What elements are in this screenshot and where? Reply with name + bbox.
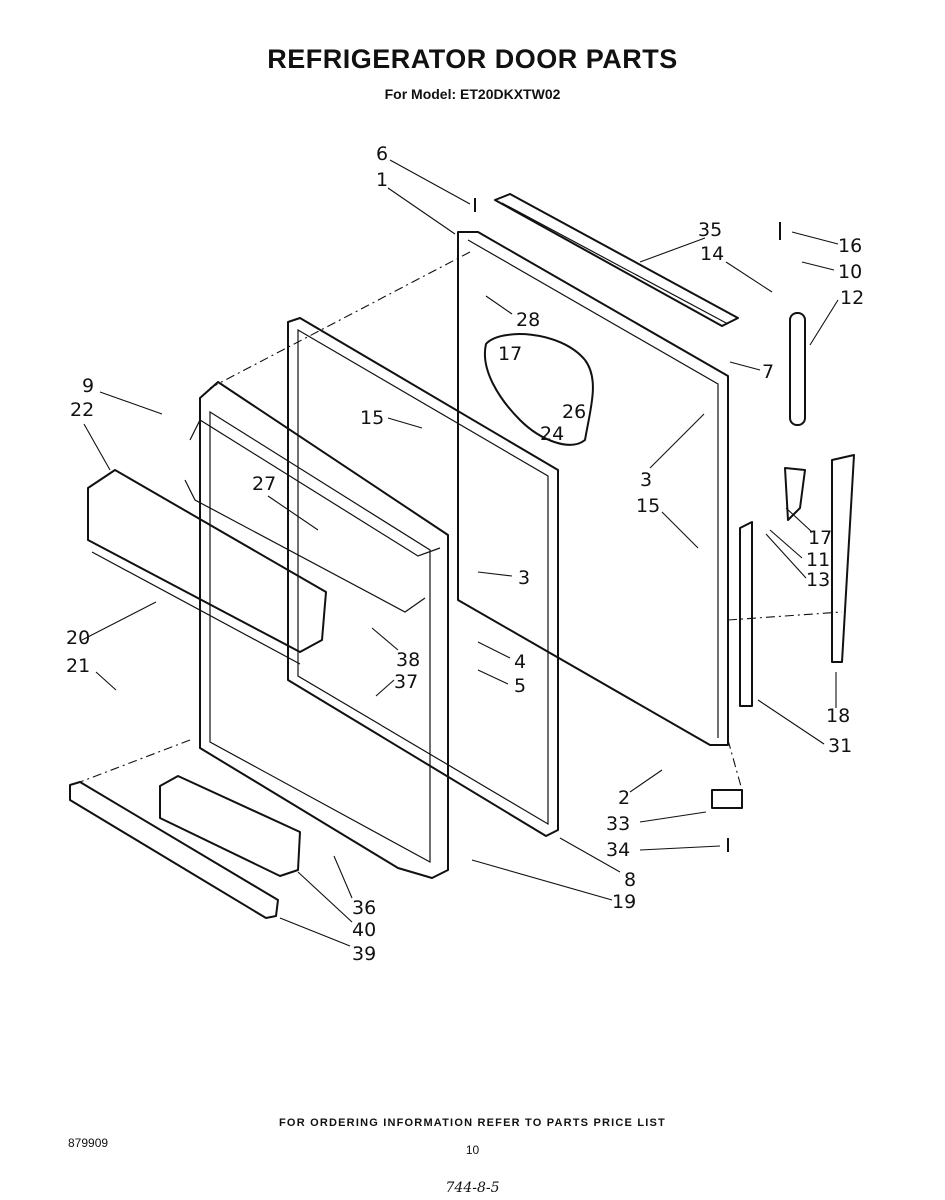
callout-27: 27 xyxy=(252,473,276,495)
outer-door-panel xyxy=(457,231,729,746)
callout-2: 2 xyxy=(618,787,630,809)
callout-40: 40 xyxy=(352,919,376,941)
callout-20: 20 xyxy=(66,627,90,649)
callout-28: 28 xyxy=(516,309,540,331)
callout-19: 19 xyxy=(612,891,636,913)
callout-10: 10 xyxy=(838,261,862,283)
door-shelf-upper xyxy=(87,469,327,665)
callout-3-right: 3 xyxy=(640,469,652,491)
page-title: REFRIGERATOR DOOR PARTS xyxy=(267,44,678,74)
callout-38: 38 xyxy=(396,649,420,671)
callout-14: 14 xyxy=(700,243,724,265)
callout-17-inset: 17 xyxy=(498,343,522,365)
callout-labels: 6 1 35 14 16 10 12 28 17 7 26 24 9 22 15… xyxy=(66,143,864,965)
callout-3-center: 3 xyxy=(518,567,530,589)
callout-31: 31 xyxy=(828,735,852,757)
alignment-lines xyxy=(79,251,843,791)
model-subtitle: For Model: ET20DKXTW02 xyxy=(384,86,561,102)
callout-11: 11 xyxy=(806,549,830,571)
ordering-note: FOR ORDERING INFORMATION REFER TO PARTS … xyxy=(279,1117,666,1129)
callout-26: 26 xyxy=(562,401,586,423)
detail-inset xyxy=(483,333,594,446)
page-number: 10 xyxy=(465,1143,480,1157)
callout-7: 7 xyxy=(762,361,774,383)
side-trim-strip xyxy=(739,454,855,707)
callout-34: 34 xyxy=(606,839,630,861)
callout-35: 35 xyxy=(698,219,722,241)
callout-18: 18 xyxy=(826,705,850,727)
callout-8: 8 xyxy=(624,869,636,891)
document-number: 879909 xyxy=(68,1136,109,1150)
callout-15-upper: 15 xyxy=(360,407,384,429)
callout-39: 39 xyxy=(352,943,376,965)
callout-16: 16 xyxy=(838,235,862,257)
handle-small-parts xyxy=(474,198,806,852)
hinge-pin-rod xyxy=(789,312,806,426)
callout-5: 5 xyxy=(514,675,526,697)
callout-13: 13 xyxy=(806,569,830,591)
callout-24: 24 xyxy=(540,423,564,445)
callout-22: 22 xyxy=(70,399,94,421)
callout-15-right: 15 xyxy=(636,495,660,517)
door-shelf-lower xyxy=(159,775,301,877)
callout-6: 6 xyxy=(376,143,388,165)
callout-1: 1 xyxy=(376,169,388,191)
callout-36: 36 xyxy=(352,897,376,919)
callout-9: 9 xyxy=(82,375,94,397)
callout-17-right: 17 xyxy=(808,527,832,549)
callout-33: 33 xyxy=(606,813,630,835)
door-gasket xyxy=(287,317,559,837)
top-trim-strip xyxy=(494,193,739,327)
callout-37: 37 xyxy=(394,671,418,693)
leader-lines xyxy=(81,159,839,947)
handwritten-note: 744-8-5 xyxy=(445,1180,500,1196)
inner-door-liner xyxy=(184,381,449,879)
bottom-trim-strip xyxy=(69,781,279,919)
callout-4: 4 xyxy=(514,651,526,673)
callout-12: 12 xyxy=(840,287,864,309)
callout-21: 21 xyxy=(66,655,90,677)
